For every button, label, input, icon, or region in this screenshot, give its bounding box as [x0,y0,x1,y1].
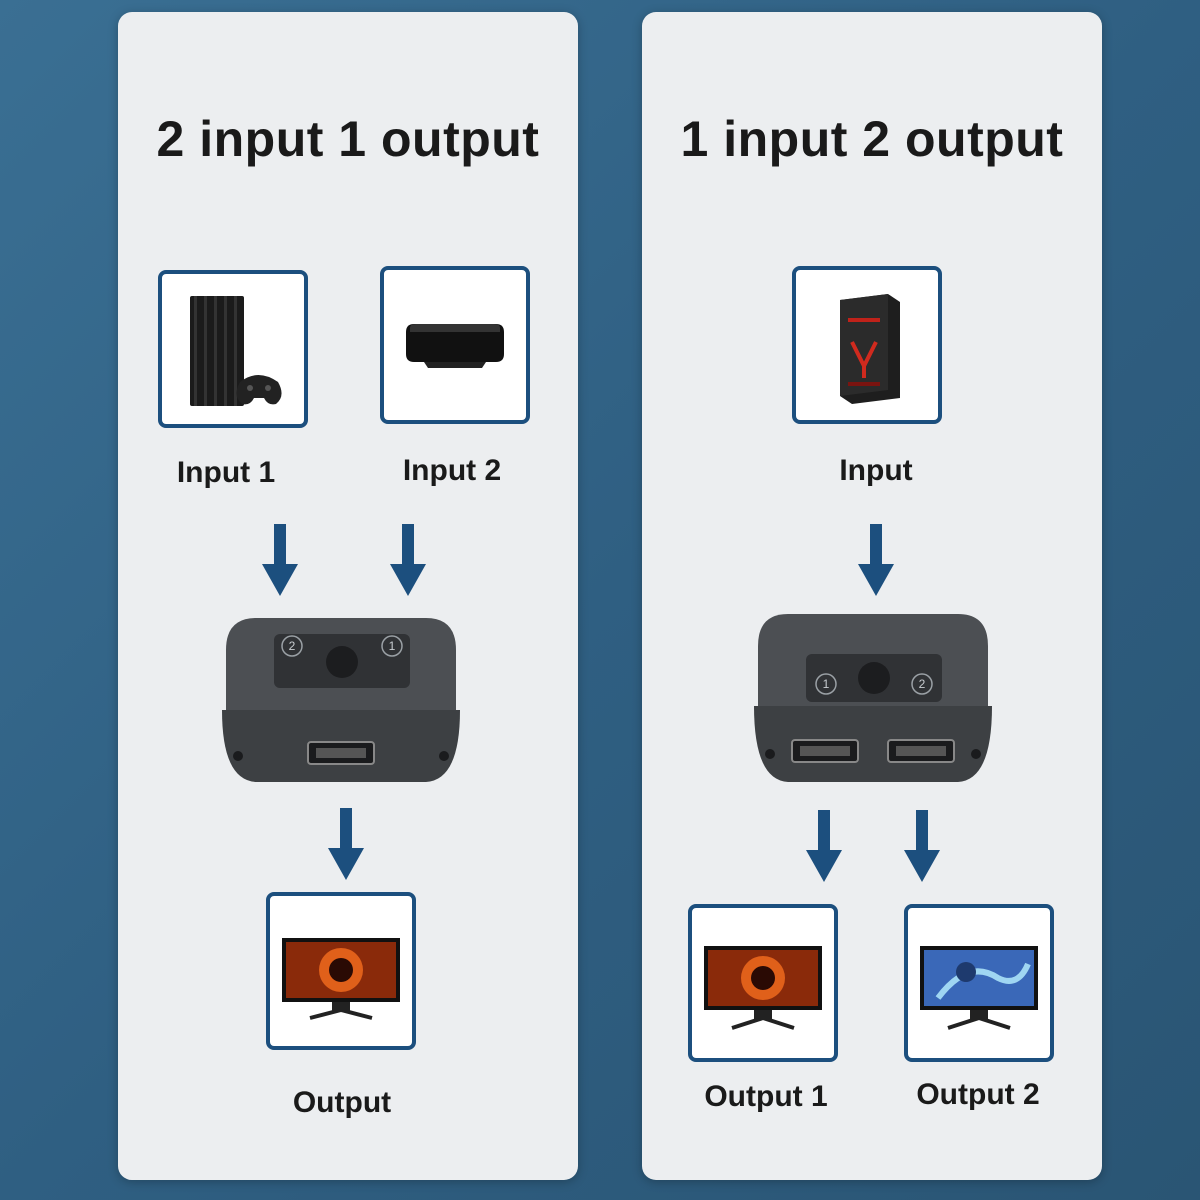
output2-box [904,904,1054,1062]
arrow-input-icon [858,524,894,596]
output-label: Output [292,1086,392,1119]
input-box [792,266,942,424]
arrow-output1-icon [806,810,842,882]
input1-label: Input 1 [176,456,276,489]
game-console-icon [190,296,282,406]
output2-label: Output 2 [916,1078,1040,1111]
input1-box [158,270,308,428]
left-panel: 2 input 1 output Input 1 Input 2 [118,12,578,1180]
arrow-input2-icon [390,524,426,596]
switch-port-label-1: 1 [822,677,830,691]
switch-port-label-1: 1 [388,639,396,653]
output1-box [688,904,838,1062]
switch-port-label-2: 2 [918,677,926,691]
monitor-icon [282,938,400,1020]
arrow-output-icon [328,808,364,880]
output1-label: Output 1 [704,1080,828,1113]
monitor-icon [920,946,1038,1030]
input-label: Input [839,454,913,487]
hdmi-switch-device: 2 1 [216,610,466,790]
media-box-icon [406,324,504,368]
switch-port-label-2: 2 [288,639,296,653]
input2-label: Input 2 [402,454,502,487]
arrow-output2-icon [904,810,940,882]
left-panel-title: 2 input 1 output [156,111,540,167]
pc-tower-icon [840,294,900,404]
input2-box [380,266,530,424]
output-box [266,892,416,1050]
arrow-input1-icon [262,524,298,596]
right-panel-title: 1 input 2 output [680,111,1064,167]
monitor-icon [704,946,822,1030]
hdmi-switch-device: 1 2 [748,606,998,790]
right-panel: 1 input 2 output Input [642,12,1102,1180]
